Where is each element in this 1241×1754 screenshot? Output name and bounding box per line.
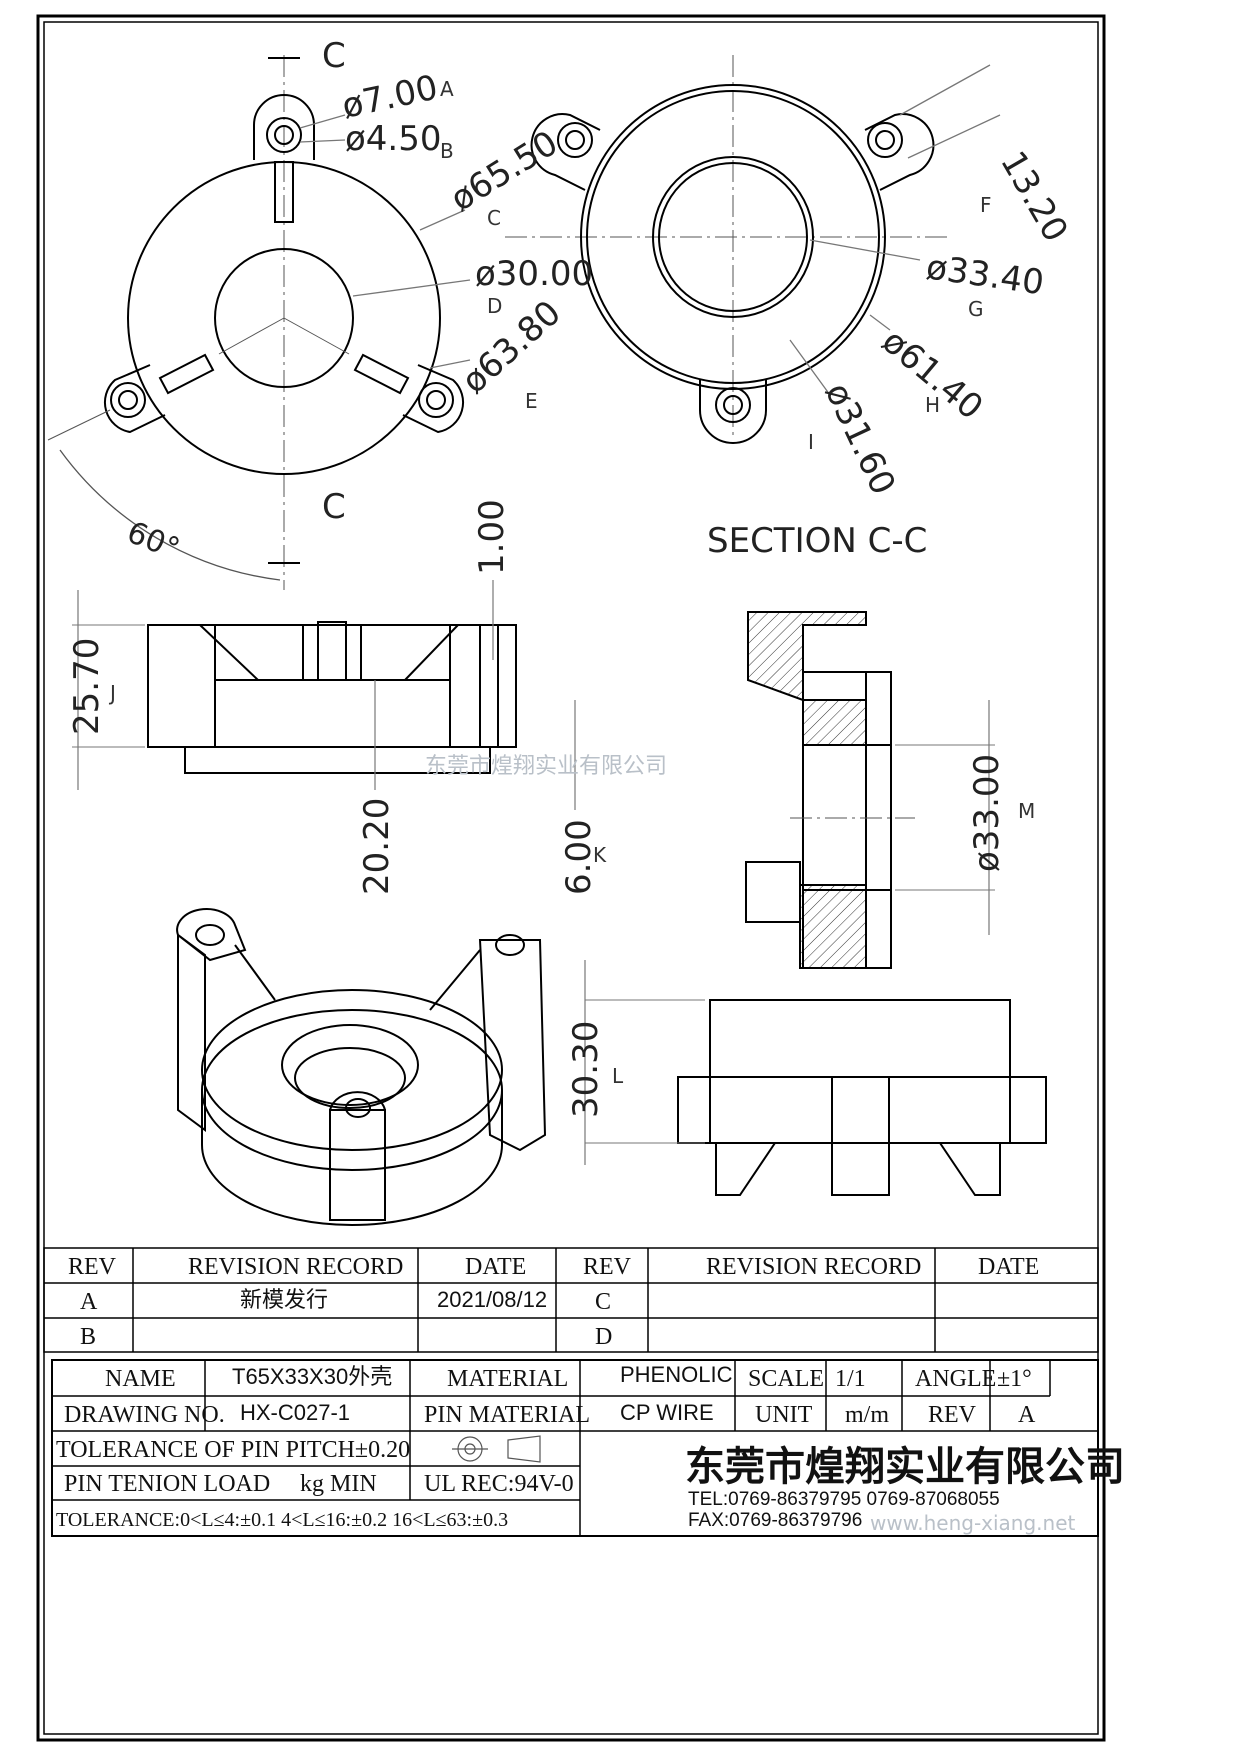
- rev-record-header-2: REVISION RECORD: [706, 1254, 921, 1280]
- dim-a: ø7.00: [339, 68, 442, 127]
- dim-i: ø31.60: [817, 377, 903, 501]
- dim-j: 25.70: [67, 638, 107, 735]
- rev-row-a: A: [80, 1289, 98, 1315]
- top-view: [47, 55, 471, 590]
- tolerance-general: TOLERANCE:0<L≤4:±0.1 4<L≤16:±0.2 16<L≤63…: [56, 1509, 508, 1531]
- name-label: NAME: [105, 1366, 176, 1392]
- watermark: 东莞市煌翔实业有限公司: [425, 754, 667, 779]
- unit-value: m/m: [845, 1402, 889, 1428]
- rev-header-1: REV: [68, 1254, 117, 1280]
- rev-value: A: [1018, 1402, 1036, 1428]
- dim-m: ø33.00: [967, 754, 1007, 872]
- dim-g: ø33.40: [924, 247, 1047, 303]
- angle-label: ANGLE: [915, 1366, 996, 1392]
- dim-20-20: 20.20: [357, 798, 397, 895]
- pin-material-value: CP WIRE: [620, 1400, 714, 1425]
- section-mark-bottom: C: [322, 487, 346, 527]
- date-header-2: DATE: [978, 1254, 1039, 1280]
- material-label: MATERIAL: [447, 1366, 568, 1392]
- dim-1-00: 1.00: [472, 499, 512, 575]
- dim-c-id: C: [487, 206, 501, 230]
- website-watermark: www.heng-xiang.net: [870, 1511, 1076, 1535]
- dim-f-id: F: [980, 193, 992, 217]
- front-view: [505, 55, 1001, 444]
- dim-j-id: J: [108, 681, 116, 705]
- outer-frame: [36, 14, 1106, 1742]
- company-tel: TEL:0769-86379795 0769-87068055: [688, 1489, 1000, 1510]
- material-value: PHENOLIC: [620, 1362, 733, 1387]
- rev-row-b: B: [80, 1324, 96, 1350]
- dimension-labels: C C SECTION C-C ø7.00 A ø4.50 B ø65.50 C…: [67, 36, 1076, 1118]
- dim-i-id: I: [808, 430, 814, 454]
- tolerance-pitch: TOLERANCE OF PIN PITCH±0.20: [56, 1437, 410, 1463]
- rev-header-2: REV: [583, 1254, 632, 1280]
- dim-k: 6.00: [559, 819, 599, 895]
- pin-tension-label: PIN TENION LOAD: [64, 1471, 270, 1497]
- dim-k-id: K: [593, 843, 607, 867]
- rev-row-c: C: [595, 1289, 611, 1315]
- pin-material-label: PIN MATERIAL: [424, 1402, 590, 1428]
- section-cut-view: [745, 611, 995, 969]
- inner-frame: [43, 21, 1099, 1735]
- dim-m-id: M: [1018, 799, 1035, 823]
- dim-b-id: B: [440, 139, 454, 163]
- dim-e: ø63.80: [454, 293, 569, 402]
- dim-f: 13.20: [992, 145, 1075, 249]
- scale-value: 1/1: [835, 1366, 866, 1392]
- dim-e-id: E: [525, 389, 538, 413]
- name-value: T65X33X30外壳: [232, 1364, 392, 1389]
- dim-l-id: L: [612, 1064, 624, 1088]
- projection-symbol: [452, 1435, 541, 1463]
- revision-table: REV REVISION RECORD DATE REV REVISION RE…: [68, 1254, 1039, 1350]
- title-block-grid: [43, 1247, 1099, 1537]
- angle-value: ±1°: [997, 1366, 1032, 1392]
- section-title: SECTION C-C: [707, 521, 927, 561]
- bottom-side-view: [584, 960, 1047, 1196]
- pin-tension-unit: kg MIN: [300, 1471, 377, 1497]
- isometric-view: [176, 908, 547, 1226]
- dim-d-id: D: [487, 294, 502, 318]
- date-header-1: DATE: [465, 1254, 526, 1280]
- unit-label: UNIT: [755, 1402, 813, 1428]
- rev-row-a-date: 2021/08/12: [437, 1287, 547, 1312]
- side-view: [72, 580, 576, 810]
- rev-row-d: D: [595, 1324, 612, 1350]
- drawing-no-label: DRAWING NO.: [64, 1402, 225, 1428]
- rev-record-header-1: REVISION RECORD: [188, 1254, 403, 1280]
- dim-h-id: H: [925, 393, 940, 417]
- dim-l: 30.30: [566, 1021, 606, 1118]
- company-fax: FAX:0769-86379796: [688, 1510, 862, 1531]
- dim-60-deg: 60°: [122, 515, 184, 567]
- drawing-no-value: HX-C027-1: [240, 1400, 350, 1425]
- ul-rec: UL REC:94V-0: [424, 1471, 574, 1497]
- rev-row-a-record: 新模发行: [240, 1287, 328, 1312]
- company-name: 东莞市煌翔实业有限公司: [685, 1443, 1125, 1490]
- scale-label: SCALE: [748, 1366, 824, 1392]
- title-block: NAME T65X33X30外壳 MATERIAL PHENOLIC SCALE…: [56, 1362, 1125, 1535]
- dim-d: ø30.00: [475, 254, 593, 294]
- dim-g-id: G: [968, 297, 984, 321]
- rev-label: REV: [928, 1402, 977, 1428]
- section-mark-top: C: [322, 36, 346, 76]
- dim-b: ø4.50: [345, 119, 442, 159]
- dim-a-id: A: [440, 77, 454, 101]
